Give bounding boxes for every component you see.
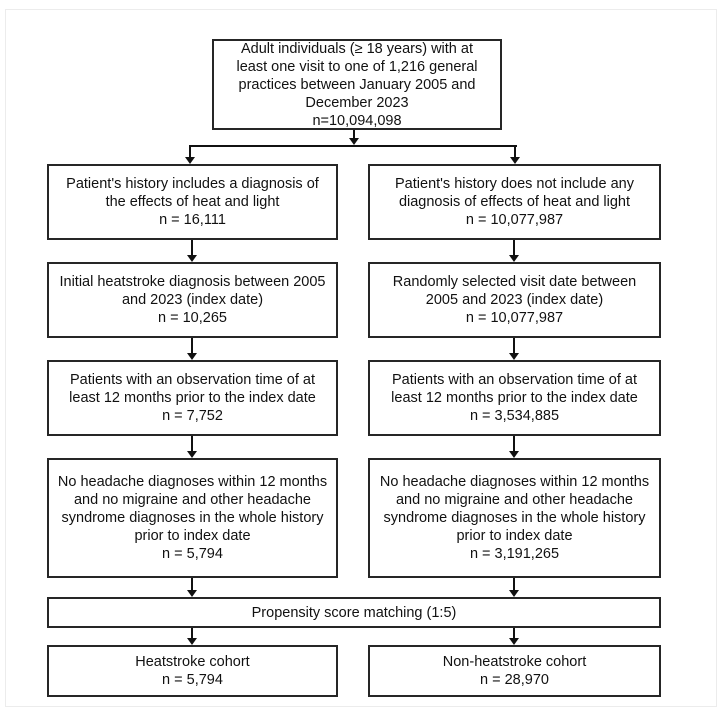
arrow-matching-to-nonheatstroke — [508, 628, 520, 645]
arrow-left-row1-row2 — [186, 240, 198, 262]
box-right-no-headache: No headache diagnoses within 12 months a… — [368, 458, 661, 578]
arrow-branch-to-left — [184, 147, 196, 164]
arrow-left-row2-row3 — [186, 338, 198, 360]
arrow-matching-to-heatstroke — [186, 628, 198, 645]
arrow-right-row4-matching — [508, 578, 520, 597]
box-right-no-heat-diagnosis: Patient's history does not include any d… — [368, 164, 661, 240]
box-left-heat-diagnosis: Patient's history includes a diagnosis o… — [47, 164, 338, 240]
arrow-right-row2-row3 — [508, 338, 520, 360]
box-propensity-matching: Propensity score matching (1:5) — [47, 597, 661, 628]
branch-connector-line — [189, 145, 517, 147]
box-left-index-date: Initial heatstroke diagnosis between 200… — [47, 262, 338, 338]
box-non-heatstroke-cohort: Non-heatstroke cohort n = 28,970 — [368, 645, 661, 697]
arrow-left-row4-matching — [186, 578, 198, 597]
box-eligible-population: Adult individuals (≥ 18 years) with at l… — [212, 39, 502, 130]
arrow-right-row3-row4 — [508, 436, 520, 458]
box-heatstroke-cohort: Heatstroke cohort n = 5,794 — [47, 645, 338, 697]
arrow-top-to-branch — [348, 130, 360, 145]
arrow-right-row1-row2 — [508, 240, 520, 262]
box-left-no-headache: No headache diagnoses within 12 months a… — [47, 458, 338, 578]
arrow-left-row3-row4 — [186, 436, 198, 458]
box-right-index-date: Randomly selected visit date between 200… — [368, 262, 661, 338]
arrow-branch-to-right — [509, 147, 521, 164]
box-left-observation-time: Patients with an observation time of at … — [47, 360, 338, 436]
box-right-observation-time: Patients with an observation time of at … — [368, 360, 661, 436]
